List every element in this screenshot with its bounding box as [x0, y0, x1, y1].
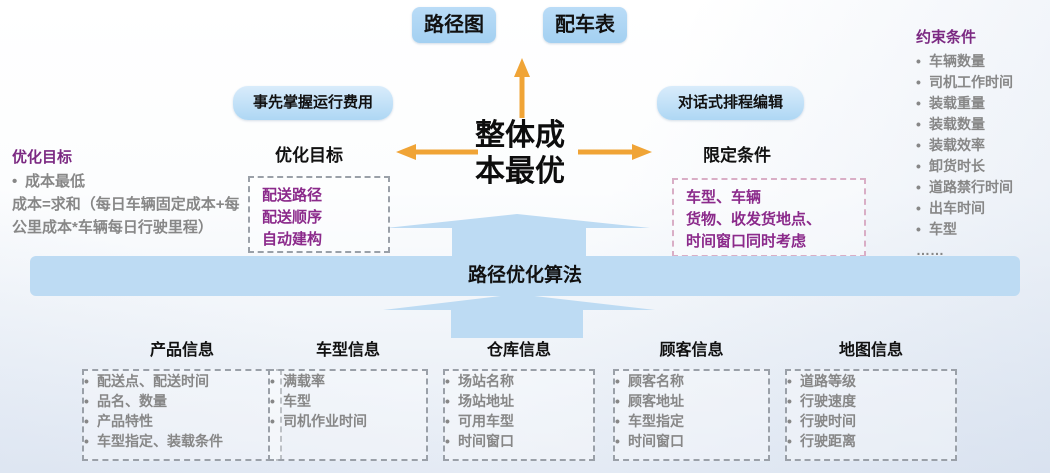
route-optimization-banner: 路径优化算法: [30, 256, 1020, 296]
list-item: 满载率: [270, 371, 426, 391]
column-list: 顾客名称 顾客地址 车型指定 时间窗口: [613, 369, 770, 461]
constraints-panel: 约束条件 车辆数量 司机工作时间 装载重量 装载数量 装载效率 卸货时长 道路禁…: [916, 26, 1048, 261]
list-item: 行驶速度: [787, 391, 955, 411]
list-item: 车型: [916, 219, 1048, 240]
optimize-goal-panel-title: 优化目标: [12, 149, 73, 166]
list-item: 司机工作时间: [916, 72, 1048, 93]
optimize-goal-item: 自动建构: [262, 231, 323, 248]
right-arrow-icon: [578, 144, 652, 160]
list-item: 装载效率: [916, 135, 1048, 156]
list-item: 车型: [270, 391, 426, 411]
list-item: 成本最低: [12, 171, 262, 193]
list-item: 时间窗口: [615, 431, 768, 451]
column-warehouse-info: 仓库信息 场站名称 场站地址 可用车型 时间窗口: [443, 336, 595, 461]
pre-cost-callout: 事先掌握运行费用: [233, 86, 393, 120]
list-item: 品名、数量: [84, 391, 280, 411]
list-item: 配送点、配送时间: [84, 371, 280, 391]
optimize-goal-box: 配送路径 配送顺序 自动建构: [248, 176, 390, 253]
optimize-goal-panel: 优化目标 成本最低 成本=求和（每日车辆固定成本+每公里成本*车辆每日行驶里程）: [12, 146, 262, 239]
overall-cost-title: 整体成 本最优: [440, 118, 600, 190]
constraints-more: ……: [916, 242, 944, 258]
list-item: 场站地址: [445, 391, 593, 411]
column-list: 满载率 车型 司机作业时间: [268, 369, 428, 461]
optimize-goal-label: 优化目标: [275, 146, 343, 165]
limit-condition-line: 车型、车辆: [686, 189, 762, 206]
column-title: 产品信息: [149, 342, 214, 359]
list-item: 车辆数量: [916, 51, 1048, 72]
column-customer-info: 顾客信息 顾客名称 顾客地址 车型指定 时间窗口: [613, 336, 770, 461]
column-list: 配送点、配送时间 品名、数量 产品特性 车型指定、装载条件: [82, 369, 282, 461]
column-vehicle-info: 车型信息 满载率 车型 司机作业时间: [268, 336, 428, 461]
dialog-edit-callout: 对话式排程编辑: [657, 86, 804, 120]
column-map-info: 地图信息 道路等级 行驶速度 行驶时间 行驶距离: [785, 336, 957, 461]
list-item: 产品特性: [84, 411, 280, 431]
column-title: 车型信息: [315, 342, 380, 359]
column-title: 仓库信息: [486, 342, 551, 359]
column-list: 场站名称 场站地址 可用车型 时间窗口: [443, 369, 595, 461]
optimize-goal-item: 配送顺序: [262, 209, 323, 226]
constraints-panel-title: 约束条件: [916, 29, 977, 46]
column-product-info: 产品信息 配送点、配送时间 品名、数量 产品特性 车型指定、装载条件: [82, 336, 282, 461]
overall-cost-title-line2: 本最优: [475, 155, 565, 188]
route-map-chip: 路径图: [412, 7, 496, 43]
list-item: 顾客名称: [615, 371, 768, 391]
list-item: 卸货时长: [916, 156, 1048, 177]
list-item: 可用车型: [445, 411, 593, 431]
list-item: 道路等级: [787, 371, 955, 391]
constraints-list: 车辆数量 司机工作时间 装载重量 装载数量 装载效率 卸货时长 道路禁行时间 出…: [916, 51, 1048, 240]
column-title: 顾客信息: [659, 342, 724, 359]
column-title: 地图信息: [838, 342, 903, 359]
block-up-arrow-bottom-icon: [383, 294, 655, 338]
optimize-goal-panel-list: 成本最低: [12, 171, 262, 193]
list-item: 行驶时间: [787, 411, 955, 431]
cost-formula: 成本=求和（每日车辆固定成本+每公里成本*车辆每日行驶里程）: [12, 196, 240, 236]
list-item: 车型指定、装载条件: [84, 431, 280, 451]
list-item: 车型指定: [615, 411, 768, 431]
overall-cost-title-line1: 整体成: [475, 119, 565, 152]
list-item: 场站名称: [445, 371, 593, 391]
list-item: 顾客地址: [615, 391, 768, 411]
list-item: 道路禁行时间: [916, 177, 1048, 198]
limit-condition-line: 时间窗口同时考虑: [686, 233, 807, 250]
list-item: 行驶距离: [787, 431, 955, 451]
limit-condition-line: 货物、收发货地点、: [686, 211, 822, 228]
column-list: 道路等级 行驶速度 行驶时间 行驶距离: [785, 369, 957, 461]
limit-condition-box: 车型、车辆 货物、收发货地点、 时间窗口同时考虑: [672, 178, 866, 257]
list-item: 装载重量: [916, 93, 1048, 114]
list-item: 司机作业时间: [270, 411, 426, 431]
limit-condition-label: 限定条件: [703, 146, 771, 165]
up-arrow-icon: [514, 58, 530, 118]
block-up-arrow-top-icon: [386, 214, 650, 258]
dispatch-table-chip: 配车表: [543, 7, 627, 43]
left-arrow-icon: [396, 144, 478, 160]
list-item: 出车时间: [916, 198, 1048, 219]
list-item: 时间窗口: [445, 431, 593, 451]
optimize-goal-item: 配送路径: [262, 187, 323, 204]
list-item: 装载数量: [916, 114, 1048, 135]
